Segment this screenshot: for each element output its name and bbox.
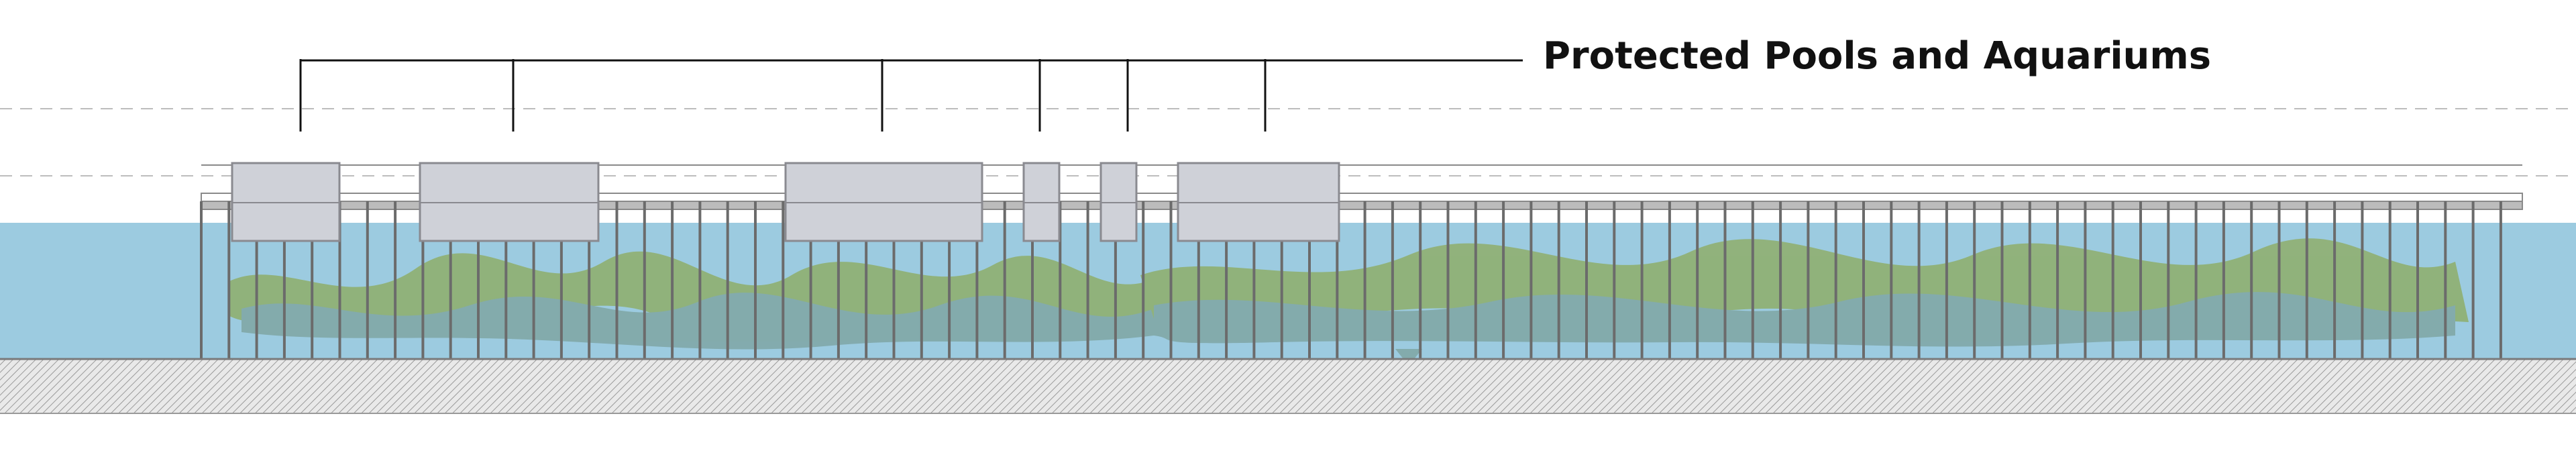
pile (449, 201, 452, 384)
pile (2444, 201, 2447, 384)
pile (200, 201, 203, 384)
pile (1640, 201, 1644, 384)
pile (1169, 201, 1173, 384)
pile (1585, 201, 1588, 384)
pile (1474, 201, 1477, 384)
pile (588, 201, 591, 384)
pile (2139, 201, 2142, 384)
pile (892, 201, 896, 384)
pile (1613, 201, 1616, 384)
pile (1419, 201, 1422, 384)
pile (2250, 201, 2253, 384)
pile (477, 201, 480, 384)
pile (227, 201, 231, 384)
pile (2361, 201, 2364, 384)
pile (1086, 201, 1089, 384)
title-leader-bracket (299, 59, 1523, 132)
pile (1252, 201, 1256, 384)
pile (2416, 201, 2419, 384)
pile (1557, 201, 1560, 384)
pile (2084, 201, 2087, 384)
pile (255, 201, 258, 384)
pile (1142, 201, 1145, 384)
pile (975, 201, 979, 384)
pile (1973, 201, 1976, 384)
pile (2277, 201, 2281, 384)
pile (1945, 201, 1948, 384)
pile (754, 201, 757, 384)
pile (1723, 201, 1727, 384)
pile (1363, 201, 1366, 384)
pile (1502, 201, 1505, 384)
pool-group (231, 162, 1340, 242)
pile (948, 201, 951, 384)
pile (1890, 201, 1893, 384)
pile (2167, 201, 2170, 384)
pile (1225, 201, 1228, 384)
pile (2028, 201, 2031, 384)
pile (1834, 201, 1837, 384)
pile (2000, 201, 2004, 384)
pile (1779, 201, 1782, 384)
pile (2222, 201, 2225, 384)
pile (532, 201, 535, 384)
seabed-ground (0, 359, 2576, 413)
pile (366, 201, 369, 384)
pile (421, 201, 425, 384)
pile (2499, 201, 2502, 384)
pile (1751, 201, 1754, 384)
pile (698, 201, 702, 384)
pile (394, 201, 397, 384)
pile (2333, 201, 2337, 384)
pile (643, 201, 646, 384)
pile (837, 201, 840, 384)
pile (2305, 201, 2308, 384)
pile (1059, 201, 1062, 384)
pile-group (200, 201, 2502, 384)
pile (2194, 201, 2198, 384)
pile (1862, 201, 1865, 384)
pile (809, 201, 812, 384)
pile (1917, 201, 1921, 384)
pile (1280, 201, 1283, 384)
pile (1391, 201, 1394, 384)
pile (1197, 201, 1200, 384)
pile (338, 201, 341, 384)
pile (2111, 201, 2114, 384)
pile (2056, 201, 2059, 384)
pile (1003, 201, 1006, 384)
pile (311, 201, 314, 384)
pile (671, 201, 674, 384)
pile (1114, 201, 1117, 384)
pile (2471, 201, 2475, 384)
pile (559, 201, 563, 384)
pile (615, 201, 619, 384)
pile (865, 201, 868, 384)
pile (282, 201, 286, 384)
pile (726, 201, 729, 384)
pile (2388, 201, 2392, 384)
pile (1308, 201, 1311, 384)
seaweed-forest (228, 238, 2469, 366)
pile (920, 201, 923, 384)
pile (782, 201, 785, 384)
pile (1336, 201, 1339, 384)
pile (1529, 201, 1533, 384)
diagram-title: Protected Pools and Aquariums (1543, 34, 2211, 78)
pile (504, 201, 508, 384)
pile (1668, 201, 1671, 384)
pile (1446, 201, 1450, 384)
pile (1031, 201, 1034, 384)
pile (1696, 201, 1699, 384)
pile (1807, 201, 1810, 384)
